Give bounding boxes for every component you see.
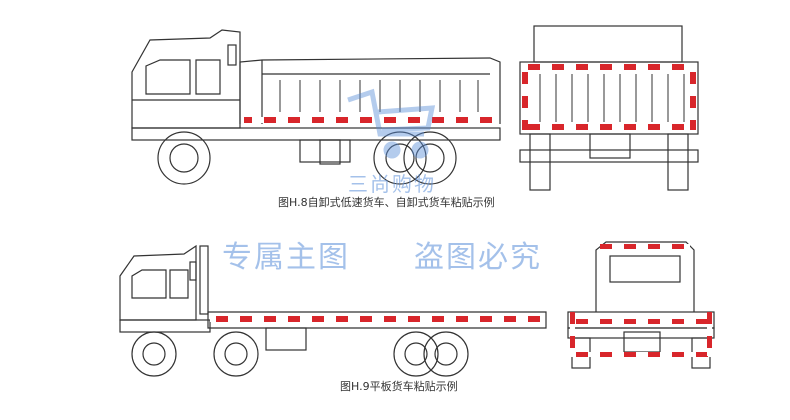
figure-caption-h8: 图H.8自卸式低速货车、自卸式货车粘贴示例 [278, 196, 495, 209]
reflective-stripe [707, 312, 712, 356]
watermark-logo-text: 三尚购物 [348, 172, 436, 196]
reflective-stripe [570, 319, 712, 324]
reflective-stripe [600, 244, 690, 249]
flatbed-truck-side-view [119, 244, 547, 377]
reflective-stripe [570, 312, 575, 356]
watermark-left-text: 专属主图 [222, 240, 350, 275]
reflective-markings [210, 64, 712, 357]
figure-caption-h9: 图H.9平板货车粘贴示例 [340, 380, 458, 393]
reflective-stripe [570, 352, 712, 357]
watermark-right-text: 盗图必究 [414, 240, 542, 275]
reflective-stripe [244, 117, 498, 123]
reflective-stripe [210, 316, 544, 322]
dump-truck-side-view [131, 29, 501, 185]
reflective-stripe [522, 124, 696, 130]
dump-truck-rear-view [519, 25, 699, 191]
flatbed-truck-rear-view [567, 241, 715, 369]
reflective-stripe [522, 64, 528, 130]
shopping-cart-icon [347, 88, 436, 159]
reflective-stripe [690, 64, 696, 130]
reflective-stripe [522, 64, 696, 70]
